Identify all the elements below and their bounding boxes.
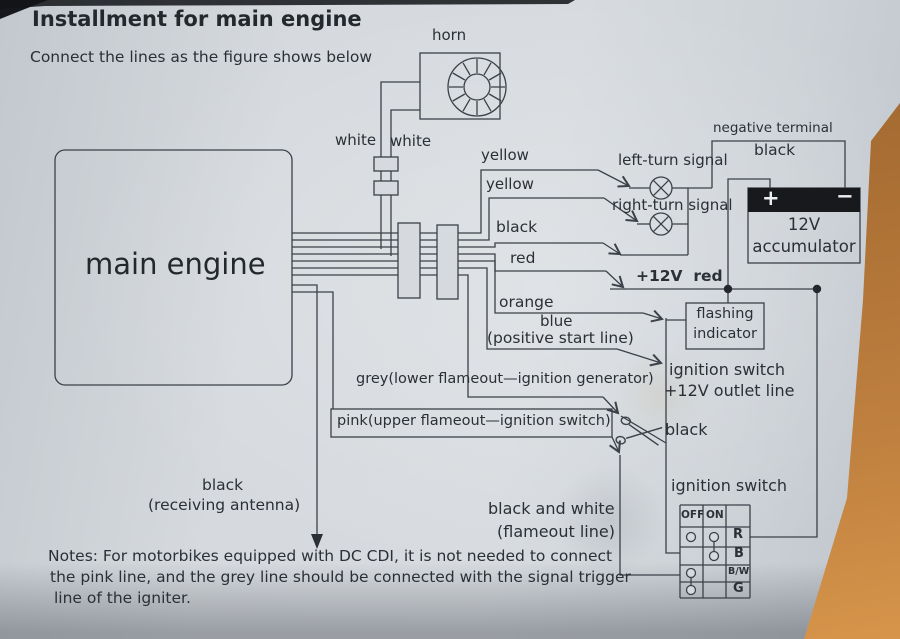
battery-plus-terminal: + — [762, 186, 780, 210]
left-turn-signal-label: left-turn signal — [618, 151, 728, 169]
switch-r-feed — [750, 289, 818, 538]
switch-row-b: B — [734, 546, 744, 561]
bw-label-1: black and white — [488, 499, 615, 518]
page-subtitle: Connect the lines as the figure shows be… — [30, 48, 373, 66]
antenna-wire — [292, 284, 318, 535]
horn-label: horn — [432, 26, 467, 44]
notes-line-1: Notes: For motorbikes equipped with DC C… — [48, 547, 613, 565]
scissors-icon — [615, 416, 663, 446]
ignition-switch-title: ignition switch — [671, 476, 787, 495]
junction-dot-1 — [723, 284, 733, 294]
yellow-wire-label-1: yellow — [481, 146, 529, 164]
bw-flameout-line — [619, 455, 680, 576]
orange-wire-label: orange — [499, 293, 554, 311]
black-wire-label: black — [496, 218, 538, 236]
blue-paren-label: (positive start line) — [487, 329, 634, 347]
antenna-paren-label: (receiving antenna) — [148, 496, 301, 514]
grey-wire — [458, 274, 603, 398]
pink-label-box — [330, 408, 613, 438]
grey-wire-label: grey(lower flameout—ignition generator) — [356, 371, 654, 387]
connector-block-1 — [397, 222, 421, 299]
flashing-indicator-box — [685, 302, 765, 350]
switch-row-r: R — [733, 527, 744, 542]
lamp-common-wires — [672, 187, 712, 255]
white-wire-label-1: white — [335, 131, 377, 149]
black-wire — [458, 242, 603, 248]
inline-connector-1 — [373, 156, 399, 172]
right-turn-signal-label: right-turn signal — [612, 196, 733, 214]
negative-terminal-wire — [711, 140, 846, 188]
connector-block-2 — [436, 224, 459, 300]
notes-line-2: the pink line, and the grey line should … — [50, 568, 631, 586]
wire-bundle — [292, 232, 398, 276]
switch-row-g: G — [733, 581, 744, 596]
blue-wire-label: blue — [540, 312, 573, 330]
switch-col-on: ON — [706, 509, 724, 521]
battery-minus-terminal: − — [836, 184, 854, 208]
blue-wire — [458, 267, 617, 350]
battery-box — [747, 187, 861, 264]
pink-wire-label: pink(upper flameout—ignition switch) — [337, 413, 611, 429]
main-engine-label: main engine — [85, 247, 266, 281]
junction-dot-2 — [812, 284, 822, 294]
horn-icon — [419, 52, 507, 120]
yellow-wire-1 — [458, 169, 598, 234]
red-wire-label: red — [510, 249, 536, 267]
yellow-wire-label-2: yellow — [486, 175, 534, 193]
switch-col-off: OFF — [681, 509, 705, 521]
orange-wire — [458, 260, 643, 314]
flashing-indicator-label-1: flashing — [696, 306, 754, 322]
battery-positive-feed — [727, 178, 771, 289]
antenna-arrow — [311, 534, 323, 549]
switch-row-bw: B/W — [728, 566, 750, 577]
page-title: Installment for main engine — [32, 7, 362, 31]
yellow-wire-2 — [458, 197, 604, 241]
negative-black-label: black — [754, 141, 796, 159]
pink-wire — [292, 291, 334, 409]
cut-black-lead — [620, 415, 667, 444]
white-wire-2 — [390, 109, 420, 256]
ignition-outlet-label-2: +12V outlet line — [664, 381, 795, 400]
ignition-outlet-label-1: ignition switch — [669, 360, 785, 379]
right-turn-lamp-icon — [649, 212, 673, 236]
battery-voltage-label: 12V — [787, 215, 821, 234]
white-wire-label-2: white — [390, 132, 432, 150]
bw-label-2: (flameout line) — [497, 522, 615, 541]
negative-terminal-label: negative terminal — [713, 120, 833, 136]
notes-line-3: line of the igniter. — [54, 589, 191, 607]
flashing-indicator-label-2: indicator — [693, 326, 757, 342]
plus12v-red-label: +12V red — [636, 267, 723, 285]
inline-connector-2 — [373, 180, 399, 196]
battery-name-label: accumulator — [752, 237, 856, 256]
cut-black-label: black — [665, 420, 708, 439]
ignition-switch-table — [679, 504, 751, 599]
signal-vertical-line — [665, 318, 680, 554]
antenna-black-label: black — [202, 476, 244, 494]
